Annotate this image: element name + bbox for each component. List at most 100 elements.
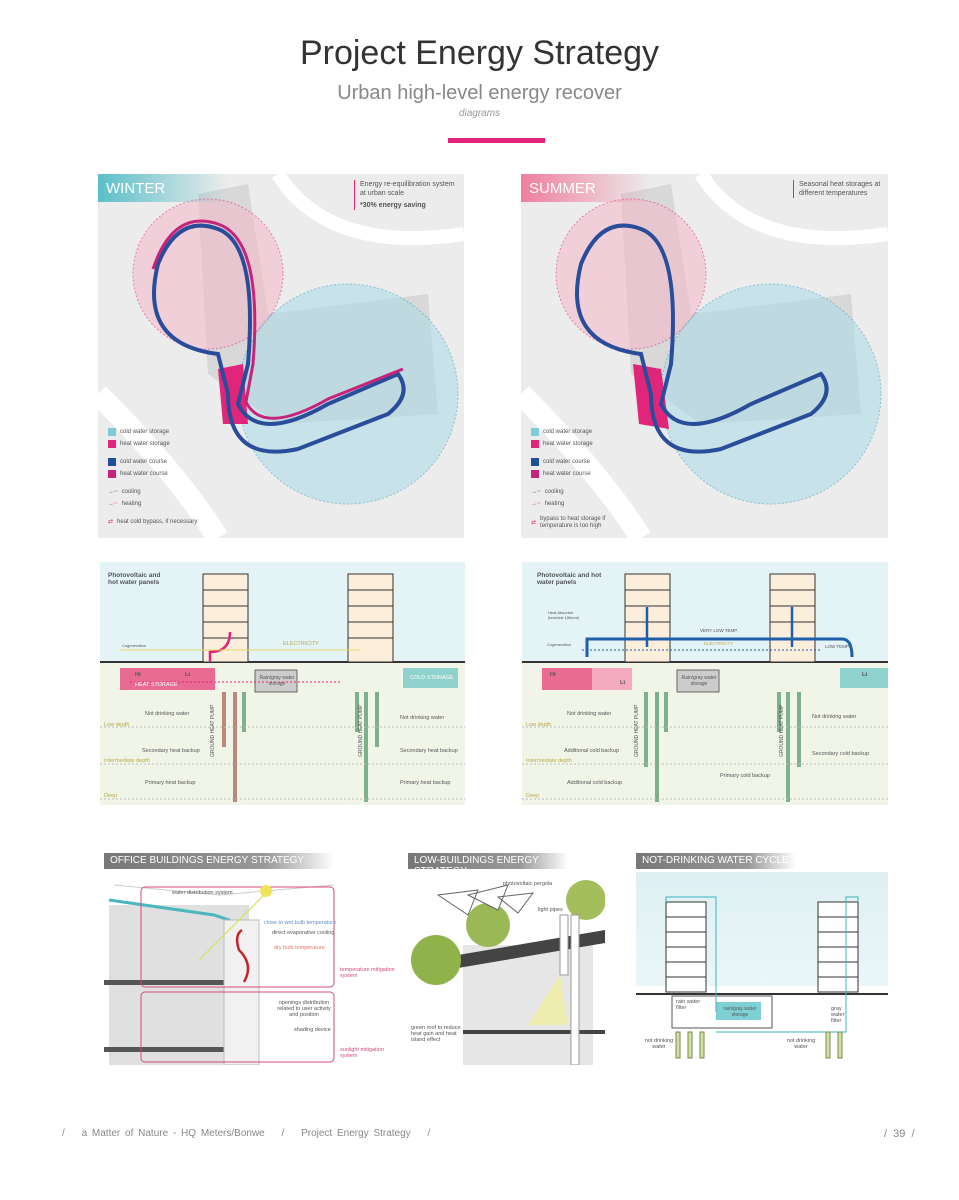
bypass-arrow-icon: ⇄ xyxy=(531,520,537,526)
summer-label: SUMMER xyxy=(521,174,651,202)
rain-storage-label: Rain/gray water storage xyxy=(259,675,295,687)
winter-legend: cold water storage heat water storage co… xyxy=(108,426,197,528)
low-temp-label: LOW TEMP. xyxy=(825,644,850,649)
office-diagram: water distribution system close to wet b… xyxy=(104,875,400,1065)
office-header: OFFICE BUILDINGS ENERGY STRATEGY xyxy=(104,853,334,869)
pump-label: GROUND HEAT PUMP xyxy=(634,704,640,757)
depth-label: Deep xyxy=(526,793,540,799)
low-label: photovoltaic pergola xyxy=(503,881,553,887)
h-label: Ht xyxy=(550,672,556,678)
legend-item: bypass to heat storage if temperature is… xyxy=(540,516,606,529)
separator: / xyxy=(281,1128,285,1139)
winter-label: WINTER xyxy=(98,174,228,202)
water-cycle-drawing xyxy=(636,896,888,1059)
water-label: not drinking water xyxy=(644,1038,674,1050)
right-label: Not drinking water xyxy=(812,714,857,720)
l-label: Lt xyxy=(185,672,191,678)
heat-course-swatch xyxy=(531,470,539,478)
winter-map-drawing xyxy=(98,174,464,538)
water-label: rain water filter xyxy=(676,999,701,1011)
summer-note: Seasonal heat storages at different temp… xyxy=(793,180,883,198)
heat-storage-swatch xyxy=(108,440,116,448)
low-buildings-header: LOW-BUILDINGS ENERGY STRATEGY xyxy=(408,853,568,877)
page-caption: diagrams xyxy=(458,108,501,119)
summer-section: Photovoltaic and hot water panels Heat A… xyxy=(522,562,888,805)
office-drawing xyxy=(104,884,335,1065)
legend-item: heat water storage xyxy=(543,441,593,447)
winter-note-text: Energy re-equilibration system at urban … xyxy=(360,181,455,197)
heating-arrow-icon: →┄ xyxy=(108,501,118,507)
right-label: Not drinking water xyxy=(400,715,445,721)
bypass-arrow-icon: ⇄ xyxy=(108,519,114,525)
cold-course-swatch xyxy=(531,458,539,466)
rain-storage-label: Rain/gray water storage xyxy=(681,675,717,687)
very-low-temp-label: VERY LOW TEMP. xyxy=(700,628,738,633)
cogeneration-label: Cogeneration xyxy=(122,643,147,648)
low-label: light pipes xyxy=(538,907,563,913)
left-label: Not drinking water xyxy=(567,711,612,717)
depth-label: Low depth xyxy=(526,722,552,728)
page-subtitle: Urban high-level energy recover xyxy=(337,82,622,104)
winter-section-drawing xyxy=(100,562,465,805)
heating-arrow-icon: →┄ xyxy=(531,501,541,507)
pump-label: GROUND HEAT PUMP xyxy=(358,704,364,757)
legend-item: heat cold bypass, if necessary xyxy=(117,519,198,525)
cold-course-swatch xyxy=(108,458,116,466)
pump-label: GROUND HEAT PUMP xyxy=(779,704,785,757)
office-label: direct evaporative cooling xyxy=(272,930,335,936)
l2-label: Lt xyxy=(862,672,868,678)
project-name: a Matter of Nature - HQ Meters/Bonwe xyxy=(81,1128,265,1139)
right-label: Primary heat backup xyxy=(400,780,451,786)
right-label: Secondary cold backup xyxy=(812,751,870,757)
summer-legend: cold water storage heat water storage co… xyxy=(531,426,620,530)
legend-item: cold water storage xyxy=(543,429,593,435)
office-label: temperature mitigation system xyxy=(340,967,395,979)
panels-label: Photovoltaic and hot water panels xyxy=(108,572,161,586)
page-number-value: 39 xyxy=(893,1128,906,1140)
right-label: Primary cold backup xyxy=(720,773,770,779)
left-label: Additional cold backup xyxy=(567,780,623,786)
legend-item: cooling xyxy=(121,489,141,495)
depth-label: Deep xyxy=(104,793,118,799)
summer-section-drawing xyxy=(522,562,888,805)
legend-item: heating xyxy=(544,501,565,507)
left-label: Primary heat backup xyxy=(145,780,196,786)
legend-item: heat water course xyxy=(543,471,591,477)
office-label: dry bulb temperature xyxy=(274,945,325,951)
water-cycle-diagram: rain water filter rain/gray water storag… xyxy=(636,872,888,1062)
left-label: Additional cold backup xyxy=(564,748,620,754)
right-label: Secondary heat backup xyxy=(400,748,458,754)
legend-item: heat water storage xyxy=(120,441,170,447)
office-label: water distribution system xyxy=(172,890,233,896)
water-cycle-header: NOT-DRINKING WATER CYCLE xyxy=(636,853,796,869)
winter-note: Energy re-equilibration system at urban … xyxy=(354,180,459,210)
legend-item: cold water storage xyxy=(120,429,170,435)
depth-label: Low depth xyxy=(104,722,130,728)
cooling-arrow-icon: →┄ xyxy=(531,489,541,495)
office-label: openings distribution related to user ac… xyxy=(277,1000,331,1018)
office-label: sunlight mitigation system xyxy=(340,1047,385,1059)
heat-course-swatch xyxy=(108,470,116,478)
left-label: Not drinking water xyxy=(145,711,190,717)
legend-item: cold water course xyxy=(120,459,168,465)
water-label: not drinking water xyxy=(786,1038,816,1050)
winter-map: WINTER Energy re-equilibration system at… xyxy=(98,174,464,538)
section-name: Project Energy Strategy xyxy=(301,1128,411,1139)
water-label: gray water filter xyxy=(831,1006,845,1024)
legend-item: cooling xyxy=(544,489,564,495)
h-label: Ht xyxy=(135,672,141,678)
left-label: Secondary heat backup xyxy=(142,748,200,754)
footer-breadcrumb: / a Matter of Nature - HQ Meters/Bonwe /… xyxy=(62,1128,442,1139)
water-label: rain/gray water storage xyxy=(723,1006,757,1018)
pump-label: GROUND HEAT PUMP xyxy=(210,704,216,757)
separator: / xyxy=(427,1128,431,1139)
summer-map-drawing xyxy=(521,174,888,538)
panels-label: Photovoltaic and hot water panels xyxy=(537,572,602,586)
cooling-arrow-icon: →┄ xyxy=(108,489,118,495)
heat-storage-swatch xyxy=(531,440,539,448)
low-buildings-drawing xyxy=(411,880,605,1065)
cold-storage-swatch xyxy=(531,428,539,436)
page-title: Project Energy Strategy xyxy=(299,34,660,72)
legend-item: heating xyxy=(121,501,142,507)
cold-storage-swatch xyxy=(108,428,116,436)
